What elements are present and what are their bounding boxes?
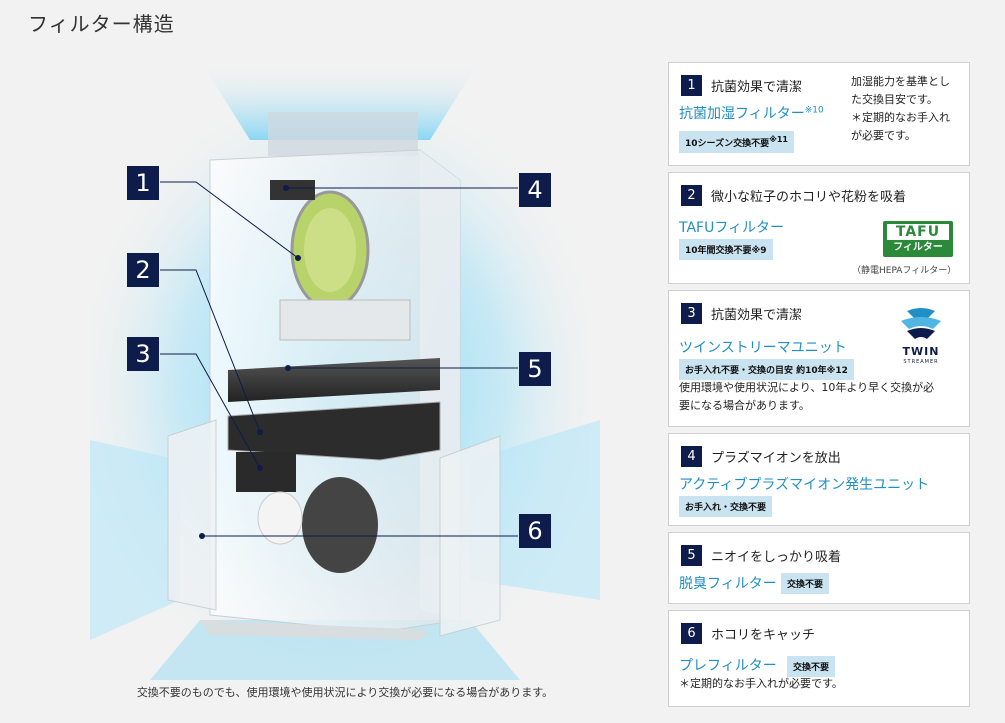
leader-dot-1 [295,255,301,261]
product-name: 脱臭フィルター [679,576,777,592]
leader-dot-3 [257,465,263,471]
deodorizing-filter [228,358,440,402]
product-name: TAFUフィルター [679,220,785,236]
card-number: 3 [681,303,702,324]
status-tag: お手入れ不要・交換の目安 約10年※12 [679,359,854,380]
status-tag-text: 10シーズン交換不要 [685,139,770,149]
side-note-line: ＊定期的なお手入れ [851,111,950,124]
callout-5: 5 [519,352,551,386]
right-airflow [470,420,600,600]
status-tag-footnote: ※11 [769,135,788,144]
air-purifier-illustration: 1 2 3 4 5 6 [0,40,660,720]
callout-4: 4 [519,173,551,207]
humidifier-filter-core [304,208,356,292]
side-note: 加湿能力を基準とし た交換目安です。 ＊定期的なお手入れ が必要です。 [851,73,967,145]
humidifier-tray [279,299,411,341]
twin-streamer-unit [236,452,296,492]
usage-note-line: 使用環境や使用状況により、10年より早く交換が必 [679,381,935,394]
status-tag: お手入れ・交換不要 [679,496,773,517]
purifier-diagram [90,60,600,680]
side-note-line: た交換目安です。 [851,93,938,106]
callout-6: 6 [519,514,551,548]
card-headline: プラズマイオンを放出 [711,451,841,466]
card-headline: 抗菌効果で清潔 [711,308,803,323]
twin-streamer-mark [901,308,941,339]
status-tag: 10シーズン交換不要※11 [679,131,794,153]
purifier-base [200,620,430,640]
callout-3: 3 [127,337,159,371]
status-tag: 10年間交換不要※9 [679,239,773,260]
card-1-antibacterial-humidifier-filter: 1 抗菌効果で清潔 抗菌加湿フィルター※10 10シーズン交換不要※11 加湿能… [668,62,970,166]
top-louver [268,112,418,156]
callout-2: 2 [127,253,159,287]
twin-logo-text: TWIN [902,345,940,358]
usage-note-line: 要になる場合があります。 [679,399,810,412]
leader-dot-6 [199,533,205,539]
card-number: 2 [681,185,702,206]
page-title: フィルター構造 [28,12,175,36]
left-airflow [90,440,180,640]
card-headline: 微小な粒子のホコリや花粉を吸着 [711,190,907,205]
card-number: 6 [681,623,702,644]
card-headline: ニオイをしっかり吸着 [711,550,842,565]
card-3-twin-streamer-unit: 3 抗菌効果で清潔 ツインストリーマユニット お手入れ不要・交換の目安 約10年… [668,290,970,427]
card-number: 5 [681,545,702,566]
tafu-filter [227,401,441,461]
usage-note: 使用環境や使用状況により、10年より早く交換が必 要になる場合があります。 [679,379,964,415]
plasma-ion-unit [270,180,315,200]
leader-dot-4 [283,185,289,191]
side-note-line: が必要です。 [851,129,916,142]
fan-motor [257,491,303,545]
card-headline: ホコリをキャッチ [711,628,816,643]
fan-blower [302,477,378,573]
leader-dot-2 [257,429,263,435]
maintenance-note: ＊定期的なお手入れが必要です。 [679,677,843,690]
product-name: ツインストリーマユニット [679,340,847,356]
twin-logo-subtext: STREAMER [903,359,939,365]
leader-line-2 [160,269,261,433]
card-headline: 抗菌効果で清潔 [711,80,803,95]
card-number: 4 [681,446,702,467]
product-name: 抗菌加湿フィルター※10 [679,103,824,123]
product-name-text: 抗菌加湿フィルター [679,106,805,122]
card-4-active-plasma-ion-unit: 4 プラズマイオンを放出 アクティブプラズマイオン発生ユニット お手入れ・交換不… [668,433,970,526]
product-footnote: ※10 [804,105,824,116]
callout-1: 1 [127,166,159,200]
tafu-logo-subtitle: （静電HEPAフィルター） [852,266,957,276]
card-5-deodorizing-filter: 5 ニオイをしっかり吸着 脱臭フィルター 交換不要 [668,532,970,604]
product-name: プレフィルター [679,658,777,674]
leader-line-1 [160,181,299,259]
tafu-logo-icon: TAFU フィルター [883,221,953,257]
card-2-tafu-filter: 2 微小な粒子のホコリや花粉を吸着 TAFUフィルター 10年間交換不要※9 T… [668,172,970,284]
caption-note: 交換不要のものでも、使用環境や使用状況により交換が必要になる場合があります。 [136,686,554,699]
status-tag: 交換不要 [787,656,836,677]
tafu-logo-top: TAFU [887,224,949,240]
card-6-prefilter: 6 ホコリをキャッチ プレフィルター 交換不要 ＊定期的なお手入れが必要です。 [668,610,970,707]
card-number: 1 [681,75,702,96]
leader-dot-5 [285,365,291,371]
leader-line-3 [160,353,261,469]
twin-streamer-logo-icon: TWIN STREAMER [893,305,949,369]
side-note-line: 加湿能力を基準とし [851,75,950,88]
product-name: アクティブプラズマイオン発生ユニット [679,477,930,493]
prefilter-left [167,419,217,611]
tafu-logo-bottom: フィルター [893,242,943,253]
status-tag: 交換不要 [781,573,830,594]
